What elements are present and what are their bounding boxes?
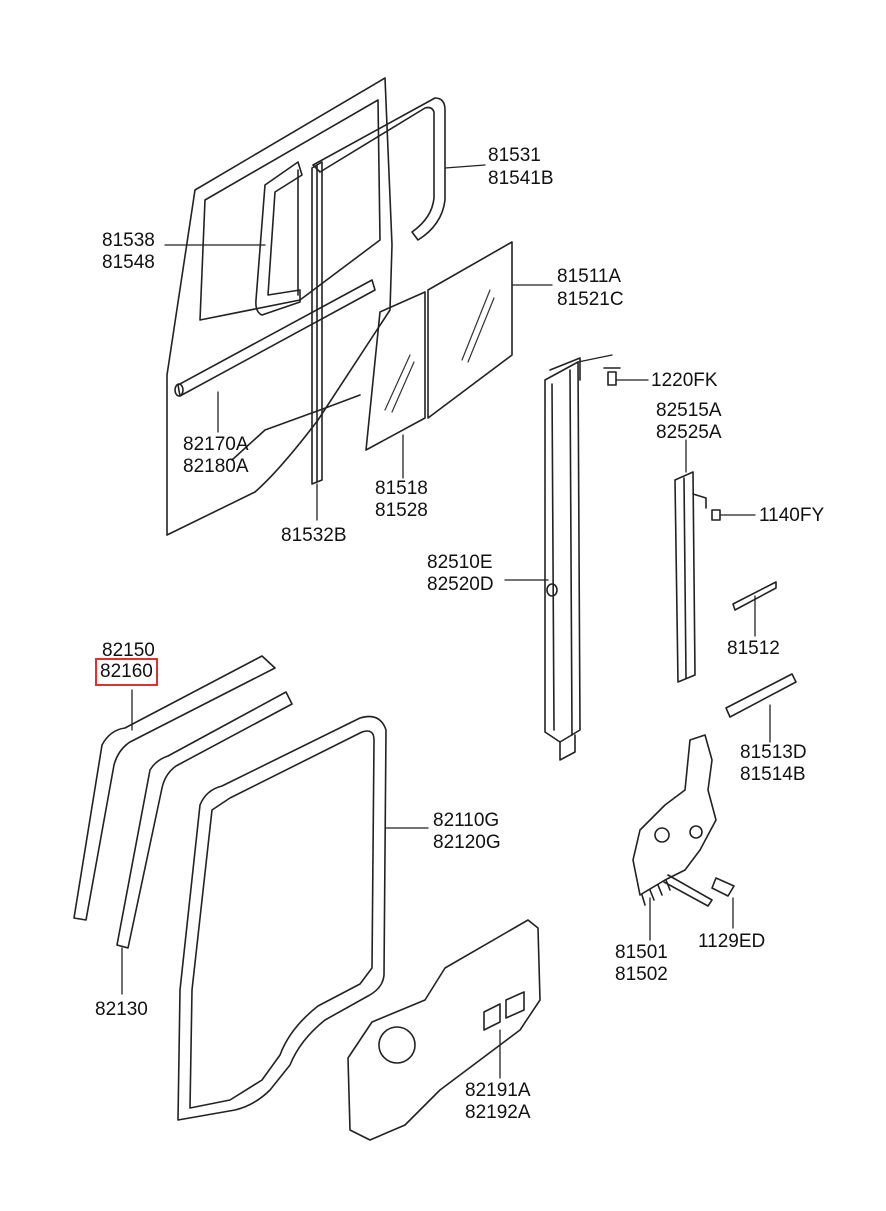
label-81538[interactable]: 81538 [102,230,155,251]
label-82191a[interactable]: 82191A [465,1080,531,1101]
label-81518[interactable]: 81518 [375,478,428,499]
label-82160-highlighted[interactable]: 82160 [95,658,158,686]
label-81501[interactable]: 81501 [615,942,668,963]
label-82520d[interactable]: 82520D [427,574,494,595]
label-81528[interactable]: 81528 [375,500,428,521]
label-1220fk[interactable]: 1220FK [651,370,718,391]
quarter-glass [365,291,426,451]
division-bar [311,161,323,485]
label-1129ed[interactable]: 1129ED [698,931,766,952]
label-82110g[interactable]: 82110G [433,810,500,831]
front-run-channel [255,161,303,316]
label-81541b[interactable]: 81541B [488,168,554,189]
label-82192a[interactable]: 82192A [465,1102,531,1123]
label-82515a[interactable]: 82515A [656,400,722,421]
label-82180a[interactable]: 82180A [183,456,249,477]
label-81502[interactable]: 81502 [615,964,668,985]
label-82130[interactable]: 82130 [95,999,148,1020]
glass-run-channel [312,97,446,241]
weatherstrip-inner [116,691,293,949]
label-82525a[interactable]: 82525A [656,422,722,443]
window-regulator [632,734,717,907]
label-81513d[interactable]: 81513D [740,742,807,763]
bolt-1140fy [711,509,721,521]
label-81512[interactable]: 81512 [727,638,780,659]
door-trim-panel [347,919,541,1141]
glass-channel-parts [725,581,797,718]
belt-moulding [174,279,376,397]
leader-lines [121,164,771,1079]
label-82120g[interactable]: 82120G [433,832,501,853]
door-glass [427,241,513,419]
label-81532b[interactable]: 81532B [281,525,347,546]
door-seal [177,715,387,1121]
bolt-1129ed [711,877,735,897]
label-81531[interactable]: 81531 [488,145,541,166]
label-81514b[interactable]: 81514B [740,764,806,785]
label-81548[interactable]: 81548 [102,252,155,273]
label-81521c[interactable]: 81521C [557,289,624,310]
rear-rail [544,357,581,761]
label-82510e[interactable]: 82510E [427,552,493,573]
label-1140fy[interactable]: 1140FY [759,505,825,526]
label-82170a[interactable]: 82170A [183,434,249,455]
label-81511a[interactable]: 81511A [557,266,622,287]
label-82150[interactable]: 82150 [102,640,155,661]
front-rail [674,471,707,683]
bolt-1220fk [603,367,621,386]
weatherstrip-outer [73,655,276,921]
